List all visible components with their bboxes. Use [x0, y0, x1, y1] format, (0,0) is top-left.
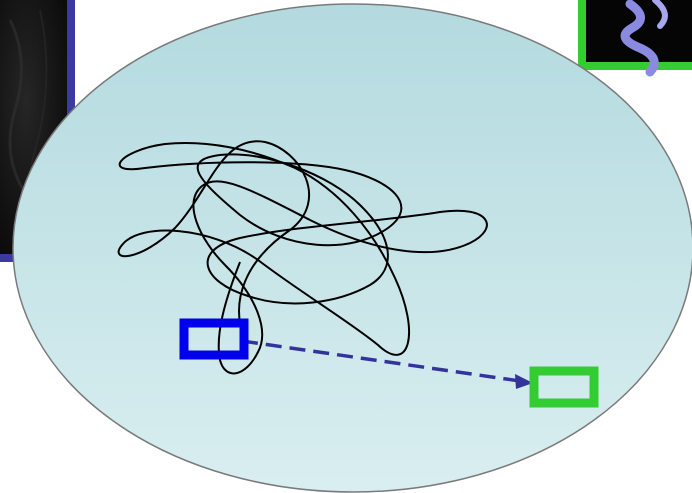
right-image-panel [578, 0, 692, 77]
solution-ellipse [12, 3, 692, 493]
green-end-marker [529, 366, 599, 408]
dashed-arrow [241, 339, 533, 389]
protein-helix-icon [620, 0, 668, 77]
arrowhead-icon [515, 374, 533, 389]
blue-start-marker [179, 318, 249, 360]
unfolded-chain-coil [117, 140, 488, 375]
